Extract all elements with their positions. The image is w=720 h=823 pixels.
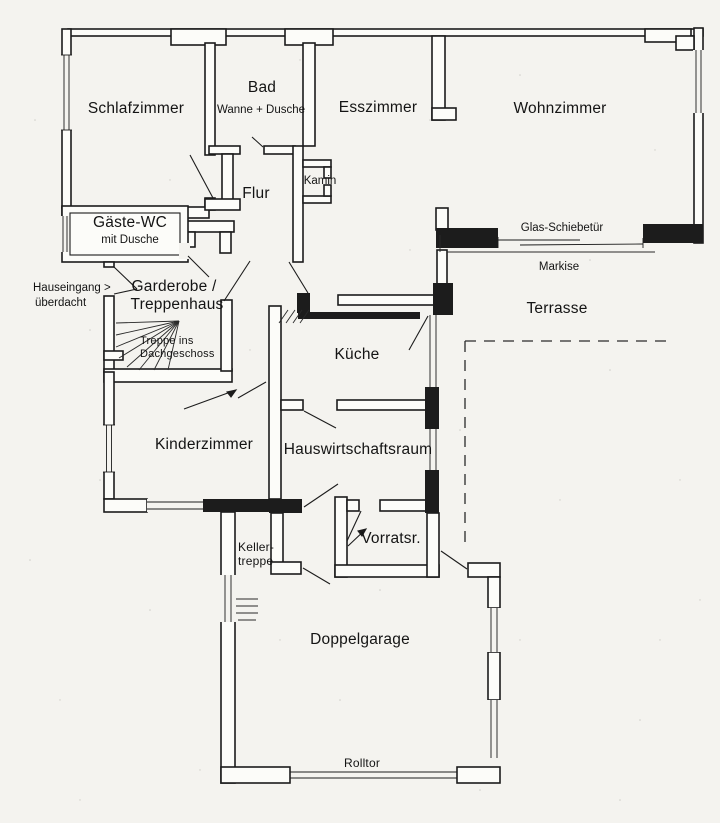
room-label-vorratsraum: Vorratsr. (361, 530, 421, 547)
door-swings (113, 136, 655, 585)
room-sublabel-gaeste-wc: mit Dusche (101, 234, 159, 246)
annotation-markise: Markise (538, 261, 580, 273)
room-label-hauswirtschaftsraum: Hauswirtschaftsraum (283, 441, 433, 458)
room-label-wohnzimmer: Wohnzimmer (513, 100, 607, 117)
annotation-rolltor: Rolltor (343, 756, 381, 770)
room-label-flur: Flur (242, 185, 270, 202)
annotation-hauseingang-line2: überdacht (35, 297, 87, 309)
room-label-kueche: Küche (334, 346, 380, 363)
solid-walls (203, 224, 703, 513)
fireplace-icon (302, 159, 332, 204)
room-label-kinderzimmer: Kinderzimmer (154, 436, 254, 453)
terrace-boundary (464, 340, 672, 543)
room-label-gaeste-wc: Gäste-WC (93, 214, 167, 231)
room-sublabel-bad: Wanne + Dusche (216, 104, 306, 116)
room-label-esszimmer: Esszimmer (338, 99, 418, 116)
walls (61, 27, 704, 784)
annotation-kellertreppe-line2: treppe (238, 554, 274, 568)
room-label-bad: Bad (247, 79, 277, 96)
room-label-garderobe-line1: Garderobe / (131, 278, 217, 295)
room-label-terrasse: Terrasse (526, 300, 588, 317)
annotation-kellertreppe-line1: Keller- (238, 540, 275, 554)
annotation-treppe-line1: Treppe ins (140, 335, 194, 347)
windows (61, 50, 704, 779)
room-label-garderobe-line2: Treppenhaus (130, 296, 224, 313)
annotation-treppe-line2: Dachgeschoss (140, 348, 215, 360)
wall-hatching (278, 309, 310, 324)
annotation-glas-schiebetuer: Glas-Schiebetür (520, 222, 604, 234)
paper-noise (29, 49, 701, 801)
stairs-icon (115, 320, 180, 371)
annotation-hauseingang-line1: Hauseingang > (33, 282, 111, 294)
room-label-schlafzimmer: Schlafzimmer (87, 100, 185, 117)
room-label-doppelgarage: Doppelgarage (310, 631, 410, 648)
garage-door-icon (290, 771, 457, 779)
basement-stairs-icon (236, 598, 258, 621)
sliding-door-icon (497, 237, 644, 248)
annotation-kamin: Kamin (303, 175, 337, 187)
